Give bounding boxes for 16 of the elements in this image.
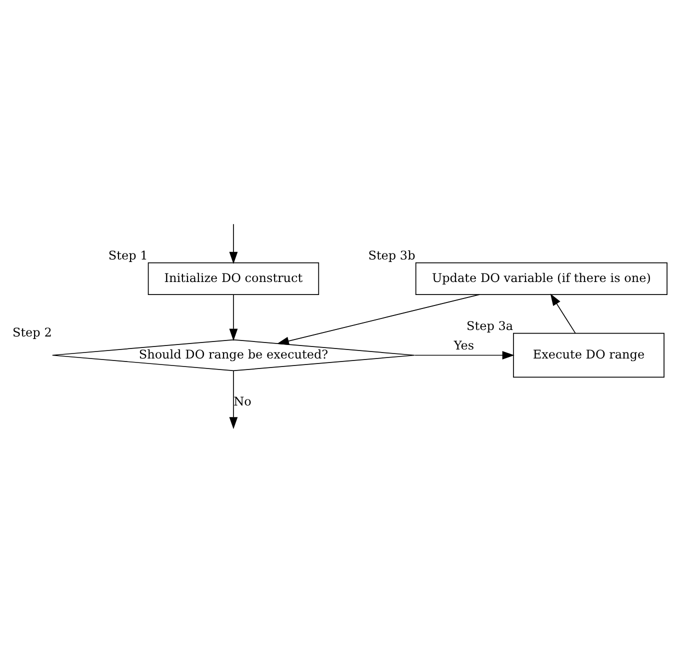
arrow bbox=[229, 370, 238, 430]
arrow bbox=[276, 294, 480, 346]
node-label: Step 3b bbox=[368, 248, 416, 263]
arrow bbox=[229, 294, 238, 341]
edge-label: Yes bbox=[454, 338, 474, 352]
node-label: Step 2 bbox=[12, 325, 52, 340]
edge-label: No bbox=[234, 394, 252, 409]
arrow bbox=[414, 351, 514, 360]
node-label: Step 1 bbox=[108, 248, 148, 263]
node-diamond: Should DO range be executed? bbox=[52, 339, 415, 372]
arrow bbox=[550, 294, 576, 334]
node-box: Initialize DO construct bbox=[148, 262, 320, 296]
node-box: Execute DO range bbox=[513, 332, 664, 378]
node-label: Step 3a bbox=[466, 319, 514, 334]
arrow bbox=[229, 224, 238, 264]
node-box: Update DO variable (if there is one) bbox=[415, 262, 668, 296]
